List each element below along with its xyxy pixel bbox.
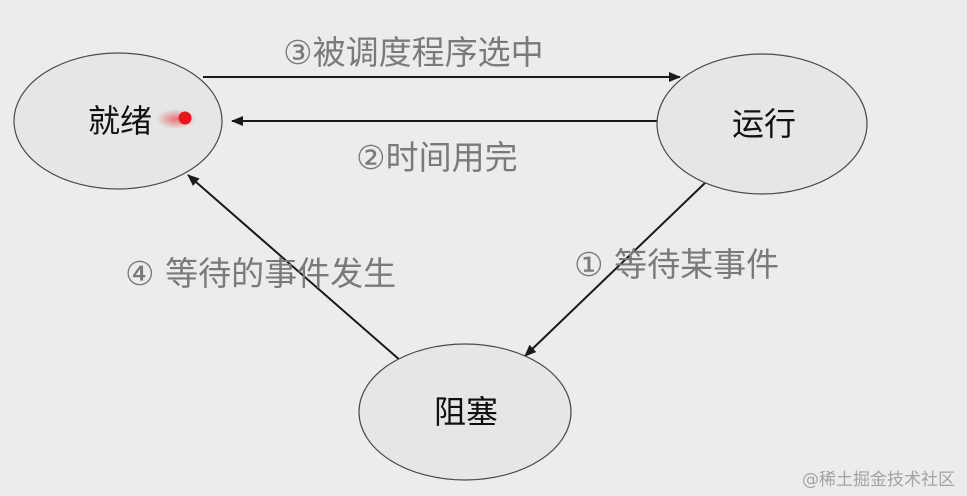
arrow-blocked-to-ready: [187, 174, 402, 362]
node-running-shape: [656, 53, 868, 195]
pointer-dot-core: [178, 111, 192, 125]
edge-label-scheduled: ③被调度程序选中: [283, 33, 544, 72]
node-running: 运行: [656, 53, 868, 195]
node-ready-label: 就绪: [88, 102, 152, 140]
edge-label-wait: ① 等待某事件: [574, 245, 779, 284]
node-running-label: 运行: [732, 105, 796, 143]
edge-label-event: ④ 等待的事件发生: [125, 254, 396, 293]
node-blocked-shape: [358, 343, 572, 481]
edge-label-timeout: ②时间用完: [356, 138, 518, 177]
node-ready-shape: [13, 52, 223, 190]
node-blocked: 阻塞: [358, 343, 572, 481]
watermark: @稀土掘金技术社区: [802, 470, 955, 490]
arrow-running-to-blocked: [524, 181, 707, 357]
pointer-dot: [156, 109, 196, 129]
node-ready: 就绪: [13, 52, 223, 190]
node-blocked-label: 阻塞: [434, 393, 498, 431]
